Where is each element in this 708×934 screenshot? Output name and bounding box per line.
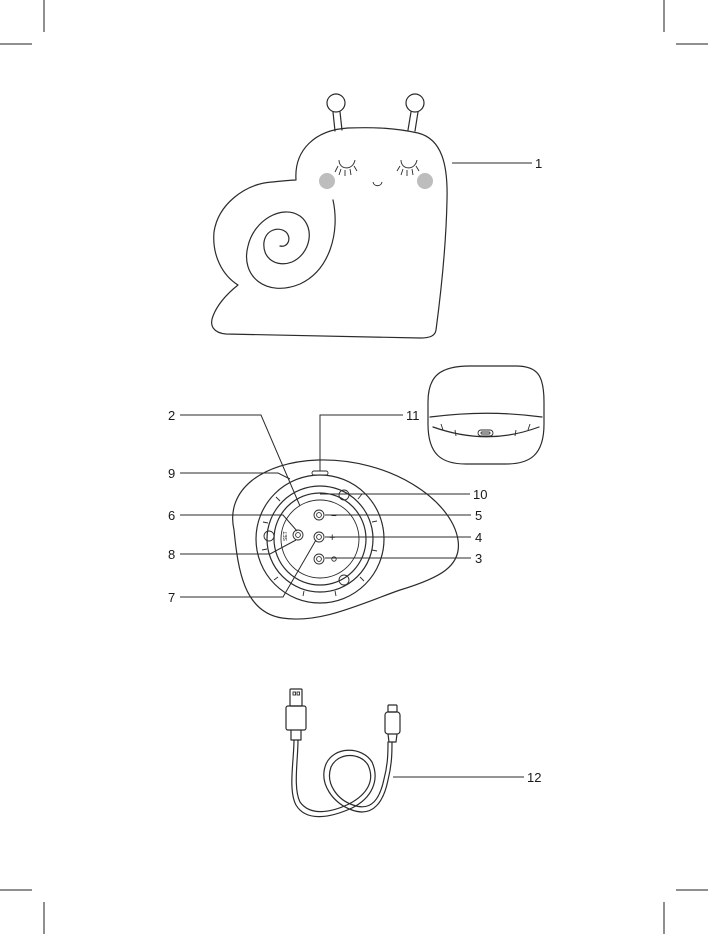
svg-text:2: 2 [168,408,175,423]
callout-9: 9 [168,466,290,481]
lamp-base-top-view-icon: − + SET [233,460,459,619]
svg-text:3: 3 [475,551,482,566]
svg-text:8: 8 [168,547,175,562]
svg-text:11: 11 [406,408,420,423]
set-label: SET [283,531,289,541]
svg-text:5: 5 [475,508,482,523]
svg-text:10: 10 [473,487,487,502]
callout-11: 11 [320,408,420,471]
plus-symbol: + [329,532,335,544]
svg-text:4: 4 [475,530,482,545]
callout-12: 12 [393,770,541,785]
svg-text:9: 9 [168,466,175,481]
svg-text:1: 1 [535,156,542,171]
callout-3: 3 [325,551,482,566]
usb-cable-icon [286,689,400,817]
svg-text:6: 6 [168,508,175,523]
snail-lamp-icon [212,94,447,338]
svg-text:7: 7 [168,590,175,605]
callout-7: 7 [168,540,316,605]
callout-5: 5 [325,508,482,523]
callout-2: 2 [168,408,300,506]
callout-8: 8 [168,540,296,562]
cheek-left [319,173,335,189]
callout-1: 1 [452,156,542,171]
svg-text:12: 12 [527,770,541,785]
minus-symbol: − [331,511,337,522]
lamp-base-side-view-icon [428,366,544,464]
cheek-right [417,173,433,189]
